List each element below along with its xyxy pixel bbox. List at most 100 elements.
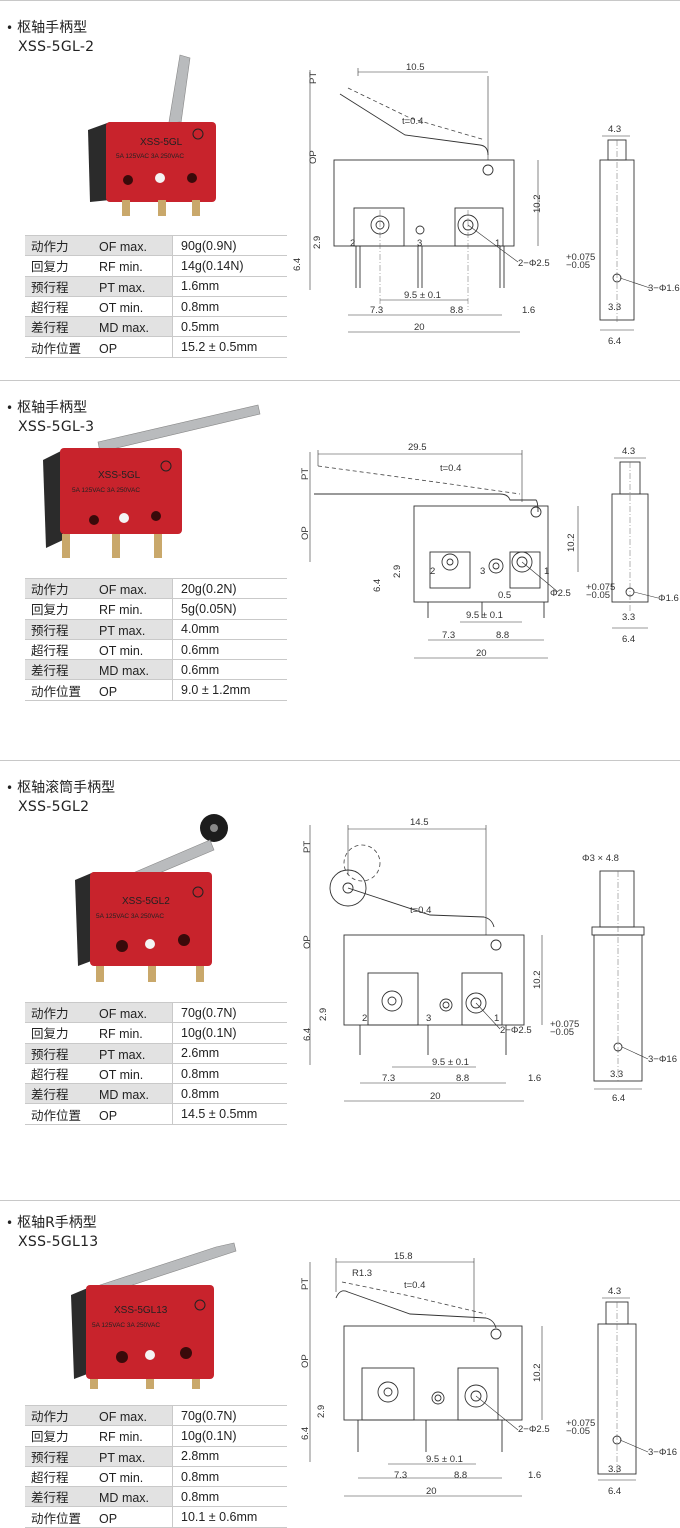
dim-7-3: 7.3	[442, 630, 455, 641]
dim-8-8: 8.8	[496, 630, 509, 641]
dim-7-3: 7.3	[394, 1470, 407, 1481]
dim-height-10-2: 10.2	[532, 971, 543, 990]
section-divider	[0, 760, 680, 761]
dim-tol-upper: +0.075	[550, 1019, 579, 1030]
terminal-3-label: 3	[480, 566, 485, 577]
dim-height-10-2: 10.2	[532, 1364, 543, 1383]
dim-tol-lower: −0.05	[586, 590, 610, 601]
product-type-title: •枢轴滚筒手柄型	[6, 780, 116, 796]
body-label: XSS-5GL	[98, 470, 141, 481]
dim-op: OP	[300, 1354, 311, 1368]
dim-height-2-9: 2.9	[392, 565, 403, 578]
dim-side-4-3: 4.3	[608, 1286, 621, 1297]
dim-hole: 2−Φ2.5	[518, 1424, 550, 1435]
terminal-2-label: 2	[350, 238, 355, 249]
product-section: •枢轴手柄型 XSS-5GL-3 XSS-5GL 5A 125VAC 3A 25…	[0, 380, 680, 760]
dim-op: OP	[308, 150, 319, 164]
dim-pt: PT	[308, 72, 319, 84]
dim-7-3: 7.3	[370, 305, 383, 316]
terminal-1-label: 1	[495, 238, 500, 249]
dim-thickness: t=0.4	[404, 1280, 425, 1291]
dim-hole: 2−Φ2.5	[518, 258, 550, 269]
dim-hole: 2−Φ2.5	[500, 1025, 532, 1036]
dim-height-6-4: 6.4	[302, 1028, 313, 1041]
dim-1-6: 1.6	[528, 1073, 541, 1084]
section-divider	[0, 1200, 680, 1201]
dim-height-2-9: 2.9	[312, 236, 323, 249]
dim-height-6-4: 6.4	[372, 579, 383, 592]
dim-height-2-9: 2.9	[318, 1008, 329, 1021]
terminal-1-label: 1	[494, 1013, 499, 1024]
dim-8-8: 8.8	[456, 1073, 469, 1084]
dim-op: OP	[302, 935, 313, 949]
dim-width-20: 20	[476, 648, 487, 659]
terminal-3-label: 3	[417, 238, 422, 249]
rating-label: 5A 125VAC 3A 250VAC	[96, 913, 164, 920]
dim-lever-length: 29.5	[408, 442, 427, 453]
dim-height-10-2: 10.2	[532, 195, 543, 214]
dim-height-10-2: 10.2	[566, 534, 577, 553]
dim-hole: Φ2.5	[550, 588, 571, 599]
model-number: XSS-5GL2	[18, 799, 90, 815]
rating-label: 5A 125VAC 3A 250VAC	[72, 487, 140, 494]
body-label: XSS-5GL13	[114, 1305, 168, 1316]
dim-tol-lower: −0.05	[550, 1027, 574, 1038]
dim-tol-upper: +0.075	[566, 1418, 595, 1429]
dimension-drawing: 15.8 R1.3 t=0.4 PT OP 6.4 2.9 10.2 2−Φ2.…	[300, 1252, 677, 1497]
product-type-title: •枢轴手柄型	[6, 400, 88, 416]
product-photo: XSS-5GL13 5A 125VAC 3A 250VAC	[71, 1242, 237, 1389]
product-photo: XSS-5GL 5A 125VAC 3A 250VAC	[88, 54, 216, 216]
dim-side-6-4: 6.4	[608, 1486, 621, 1497]
dim-side-3-3: 3.3	[608, 1464, 621, 1475]
dim-side-3-3: 3.3	[608, 302, 621, 313]
product-section: •枢轴R手柄型 XSS-5GL13 XSS-5GL13 5A 125VAC 3A…	[0, 1200, 680, 1528]
dim-pitch: 9.5 ± 0.1	[426, 1454, 463, 1465]
product-photo: XSS-5GL 5A 125VAC 3A 250VAC	[43, 404, 261, 558]
dim-pin: Φ1.6	[658, 593, 679, 604]
dim-pin: 3−Φ16	[648, 1054, 677, 1065]
dim-1-6: 1.6	[528, 1470, 541, 1481]
dim-thickness: t=0.4	[440, 463, 461, 474]
terminal-1-label: 1	[544, 566, 549, 577]
dim-side-6-4: 6.4	[608, 336, 621, 347]
dim-op: OP	[300, 526, 311, 540]
model-number: XSS-5GL13	[18, 1234, 99, 1250]
product-photo: XSS-5GL2 5A 125VAC 3A 250VAC	[75, 814, 228, 982]
dim-pin: 3−Φ1.6	[648, 283, 680, 294]
rating-label: 5A 125VAC 3A 250VAC	[92, 1322, 160, 1329]
terminal-3-label: 3	[426, 1013, 431, 1024]
dim-width-20: 20	[430, 1091, 441, 1102]
dim-roller: Φ3 × 4.8	[582, 853, 619, 864]
dim-pitch: 9.5 ± 0.1	[404, 290, 441, 301]
dim-height-6-4: 6.4	[300, 1427, 311, 1440]
rating-label: 5A 125VAC 3A 250VAC	[116, 153, 184, 160]
dim-thickness: t=0.4	[402, 116, 423, 127]
dim-side-4-3: 4.3	[608, 124, 621, 135]
dim-8-8: 8.8	[450, 305, 463, 316]
dim-7-3: 7.3	[382, 1073, 395, 1084]
product-section: •枢轴滚筒手柄型 XSS-5GL2 XSS-5GL2 5A 125VAC 3A …	[0, 760, 680, 1200]
dim-pt: PT	[300, 1278, 311, 1290]
dim-tol-upper: +0.075	[586, 582, 615, 593]
dim-pitch: 9.5 ± 0.1	[466, 610, 503, 621]
dim-lever-length: 15.8	[394, 1252, 413, 1262]
